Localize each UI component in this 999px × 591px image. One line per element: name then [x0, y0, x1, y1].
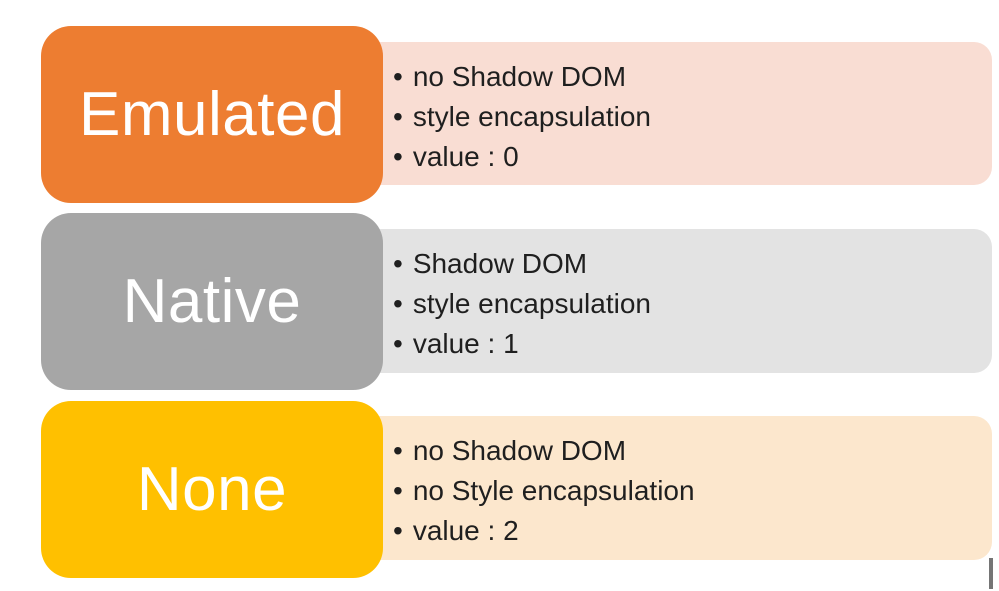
bullet-text: Shadow DOM [412, 248, 588, 279]
none-bullet-list: • no Shadow DOM • no Style encapsulation… [393, 431, 695, 551]
bullet-icon: • [393, 328, 403, 359]
bullet-icon: • [393, 435, 403, 466]
bullet-text: no Shadow DOM [412, 435, 627, 466]
native-bullet-list: • Shadow DOM • style encapsulation • val… [393, 244, 651, 364]
bullet-item: • style encapsulation [393, 284, 651, 324]
bullet-icon: • [393, 475, 403, 506]
bullet-text: no Style encapsulation [412, 475, 695, 506]
bullet-icon: • [393, 248, 403, 279]
bullet-text: style encapsulation [412, 101, 651, 132]
bullet-text: value : 1 [412, 328, 519, 359]
bullet-text: value : 2 [412, 515, 519, 546]
emulated-details-panel: • no Shadow DOM • style encapsulation • … [362, 42, 992, 185]
emulated-label-box: Emulated [41, 26, 383, 203]
bullet-item: • style encapsulation [393, 97, 651, 137]
emulated-label: Emulated [79, 79, 345, 149]
bullet-text: no Shadow DOM [412, 61, 627, 92]
bullet-item: • no Shadow DOM [393, 57, 651, 97]
bullet-text: style encapsulation [412, 288, 651, 319]
native-label: Native [122, 266, 302, 336]
bullet-item: • Shadow DOM [393, 244, 651, 284]
native-label-box: Native [41, 213, 383, 390]
bullet-item: • value : 1 [393, 324, 651, 364]
none-label-box: None [41, 401, 383, 578]
emulated-bullet-list: • no Shadow DOM • style encapsulation • … [393, 57, 651, 177]
bullet-icon: • [393, 515, 403, 546]
bullet-item: • value : 0 [393, 137, 651, 177]
bullet-icon: • [393, 61, 403, 92]
text-cursor [989, 558, 993, 589]
bullet-text: value : 0 [412, 141, 519, 172]
none-label: None [136, 454, 288, 524]
bullet-item: • value : 2 [393, 511, 695, 551]
bullet-item: • no Shadow DOM [393, 431, 695, 471]
bullet-icon: • [393, 141, 403, 172]
bullet-icon: • [393, 101, 403, 132]
bullet-icon: • [393, 288, 403, 319]
none-details-panel: • no Shadow DOM • no Style encapsulation… [362, 416, 992, 560]
bullet-item: • no Style encapsulation [393, 471, 695, 511]
native-details-panel: • Shadow DOM • style encapsulation • val… [362, 229, 992, 373]
